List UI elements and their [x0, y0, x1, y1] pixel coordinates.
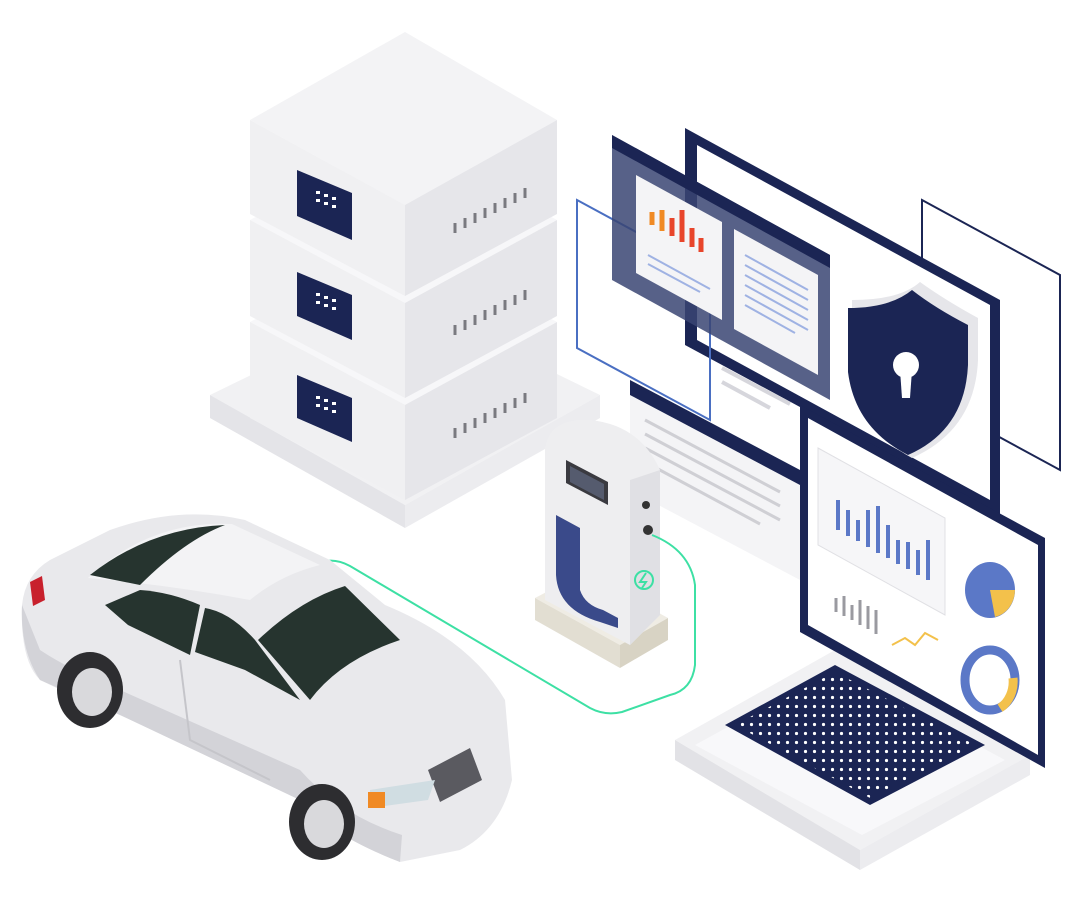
line-chart-icon [891, 631, 939, 647]
small-bar-chart-icon [834, 596, 878, 634]
vent-icon [453, 290, 527, 335]
car-grille [428, 748, 482, 802]
pie-chart-icon [965, 562, 1015, 618]
car-taillight [30, 576, 45, 606]
bar-chart-icon [649, 210, 704, 252]
lightning-icon [634, 570, 654, 590]
car-side-window [105, 590, 200, 655]
bar-chart-icon [836, 500, 930, 580]
document-card [630, 380, 800, 580]
car [21, 514, 513, 862]
car-headlight [370, 780, 435, 808]
server-unit-top [250, 32, 557, 296]
car-windshield [258, 586, 400, 700]
workstation [675, 405, 1045, 870]
car-wheel-front [289, 784, 355, 860]
vent-icon [453, 393, 527, 438]
car-wheel-rear [57, 652, 123, 728]
charging-station [535, 419, 668, 668]
car-rear-window [90, 525, 225, 585]
shield-lock-icon [848, 282, 978, 458]
car-indicator [368, 792, 385, 808]
server-stack [210, 32, 600, 528]
vent-icon [453, 188, 527, 233]
donut-chart-icon [960, 645, 1020, 715]
charger-icon [556, 515, 618, 628]
charging-cable [321, 534, 696, 715]
analytics-panel [576, 135, 830, 422]
